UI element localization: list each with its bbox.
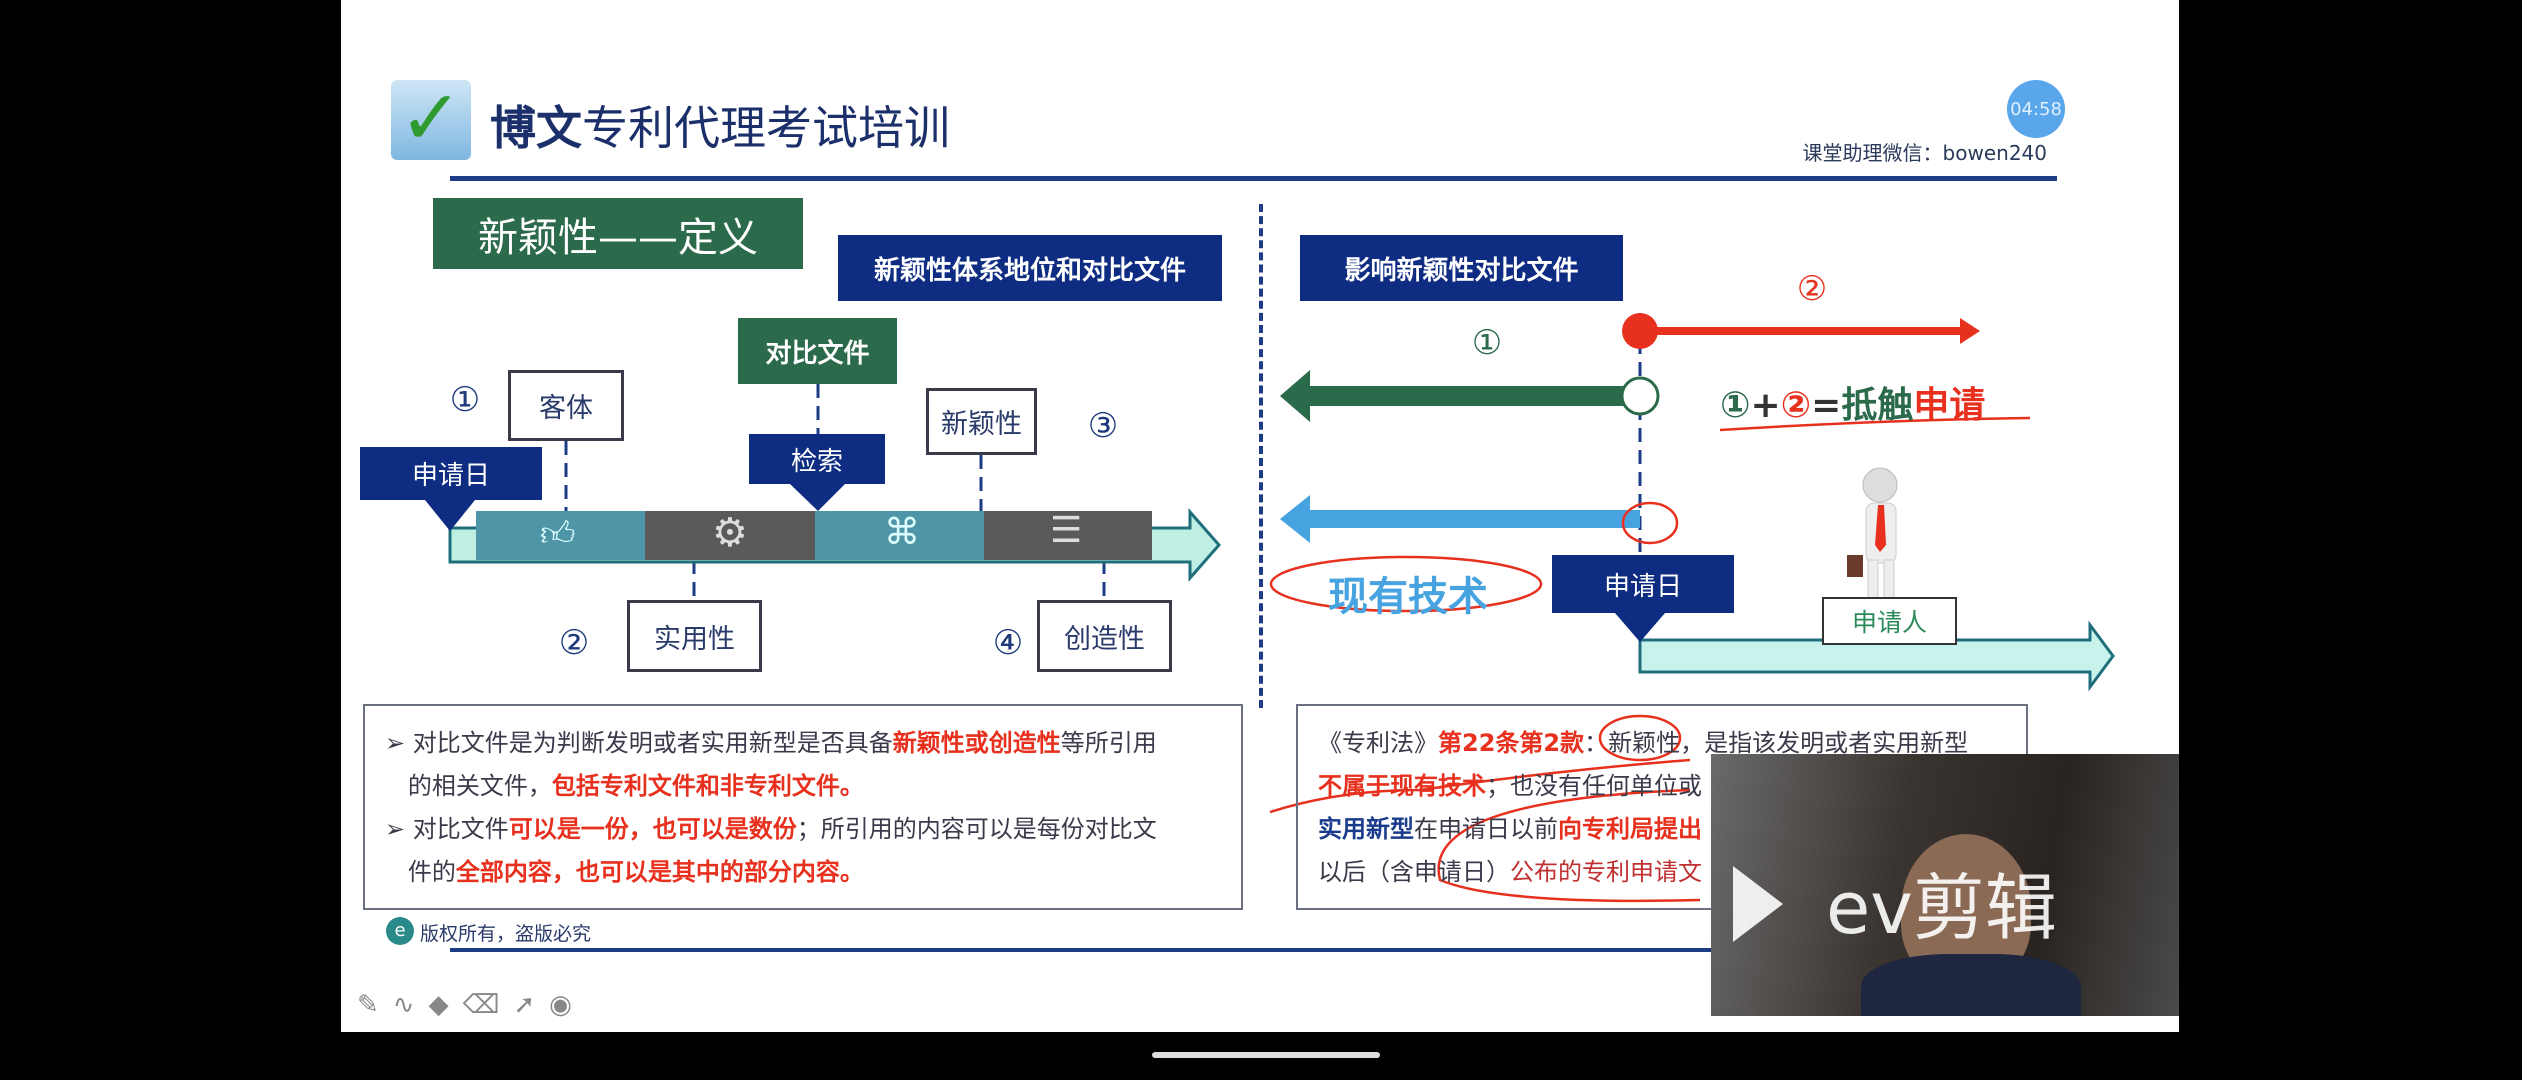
item-inventiveness-box: 创造性 bbox=[1037, 600, 1172, 672]
watermark: ev剪辑 bbox=[1826, 866, 2057, 950]
header-divider bbox=[450, 176, 2057, 181]
copyright-text: 版权所有，盗版必究 bbox=[420, 923, 592, 945]
home-indicator[interactable] bbox=[1152, 1052, 1380, 1058]
thumbs-up-icon: 👍︎ bbox=[540, 514, 576, 554]
right-heading: 影响新颖性对比文件 bbox=[1300, 235, 1623, 301]
copyright-logo-icon: e bbox=[386, 917, 414, 945]
definition-box: ➢ 对比文件是为判断发明或者实用新型是否具备新颖性或创造性等所引用 的相关文件，… bbox=[363, 704, 1243, 910]
gear-icon: ⚙ bbox=[712, 510, 748, 556]
brand-title: 博文专利代理考试培训 bbox=[490, 101, 950, 155]
logo-check-icon: ✓ bbox=[391, 80, 471, 160]
item-number: ① bbox=[449, 380, 481, 420]
section-divider bbox=[1259, 204, 1263, 708]
left-heading: 新颖性体系地位和对比文件 bbox=[838, 235, 1222, 301]
application-date-box-right: 申请日 bbox=[1552, 555, 1734, 613]
item-number: ④ bbox=[992, 623, 1024, 663]
applicant-box: 申请人 bbox=[1822, 597, 1957, 645]
item-novelty-box: 新颖性 bbox=[926, 388, 1037, 455]
assistant-wechat: 课堂助理微信：bowen240 bbox=[1802, 141, 2047, 165]
law-box: 《专利法》第22条第2款：新颖性，是指该发明或者实用新型 不属于现有技术；也没有… bbox=[1296, 704, 2028, 910]
application-date-box: 申请日 bbox=[360, 447, 542, 500]
num-one: ① bbox=[1471, 323, 1503, 363]
item-number: ③ bbox=[1087, 406, 1119, 446]
num-two: ② bbox=[1796, 269, 1828, 309]
play-icon bbox=[1733, 866, 1783, 942]
bullet: ➢ 对比文件可以是一份，也可以是数份；所引用的内容可以是每份对比文 件的全部内容… bbox=[385, 815, 1157, 886]
search-box: 检索 bbox=[749, 434, 885, 484]
pen-icon[interactable]: ✎ bbox=[357, 990, 379, 1020]
slide-title: 新颖性——定义 bbox=[433, 198, 803, 269]
timer-badge[interactable]: 04:58 bbox=[2007, 80, 2065, 138]
item-object-box: 客体 bbox=[508, 370, 624, 441]
highlighter-icon[interactable]: ◆ bbox=[428, 990, 449, 1020]
bullet: ➢ 对比文件是为判断发明或者实用新型是否具备新颖性或创造性等所引用 的相关文件，… bbox=[385, 729, 1157, 800]
footer-divider bbox=[450, 948, 2042, 952]
eraser-icon[interactable]: ⌫ bbox=[462, 990, 500, 1020]
comparison-doc-box: 对比文件 bbox=[738, 318, 897, 384]
webcam-video-overlay[interactable]: ev剪辑 bbox=[1711, 754, 2179, 1016]
conflict-application-formula: ①+②=抵触申请 bbox=[1720, 385, 1986, 426]
list-icon: ☰ bbox=[1050, 510, 1083, 551]
annotation-toolbar: ✎ ∿ ◆ ⌫ ➚ ◉ bbox=[357, 990, 572, 1020]
item-number: ② bbox=[558, 623, 590, 663]
laser-icon[interactable]: ◉ bbox=[549, 990, 572, 1020]
clover-icon: ⌘ bbox=[884, 512, 920, 553]
item-utility-box: 实用性 bbox=[627, 600, 762, 672]
prior-art-label: 现有技术 bbox=[1328, 574, 1488, 620]
curve-icon[interactable]: ∿ bbox=[392, 990, 415, 1020]
pointer-icon[interactable]: ➚ bbox=[513, 990, 536, 1020]
